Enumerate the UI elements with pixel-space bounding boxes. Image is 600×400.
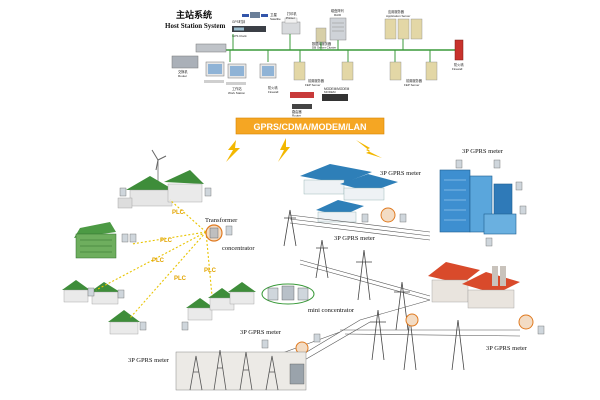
fep-label-2: 前置服务器	[406, 78, 423, 83]
gprs-meter-label: 3P GPRS meter	[128, 357, 170, 364]
firewall-label-en: Firewall	[452, 67, 463, 71]
plc-label: PLC	[160, 238, 173, 244]
transformer-concentrator	[205, 224, 233, 242]
concentrator-label: concentrator	[222, 245, 255, 252]
modem-label: MODEM/MODEM	[324, 87, 350, 91]
gps-clock-icon	[232, 26, 266, 32]
raid-label-en: RAID	[334, 13, 342, 17]
lightning-icons	[226, 138, 382, 162]
db-label-en: DB Server Cluster	[312, 46, 336, 50]
db-label: 数据库服务器	[312, 41, 332, 46]
db-server-icon	[315, 27, 327, 43]
transformer-label: Transformer	[205, 217, 238, 224]
plc-label: PLC	[174, 276, 187, 282]
substation	[175, 349, 307, 391]
router-label: 交换机	[178, 69, 188, 74]
lightning-icon	[226, 140, 240, 162]
plc-label: PLC	[172, 210, 185, 216]
satellite-icon	[242, 12, 268, 18]
lightning-icon	[356, 140, 382, 158]
mini-concentrator-label: mini concentrator	[308, 307, 355, 314]
fep-label-2-en: FEP Server	[404, 83, 419, 87]
satellite-label-en: Satellite	[270, 17, 281, 21]
router2-label: 路由器	[292, 109, 302, 114]
printer-label-en: Printer	[286, 16, 295, 20]
printer-icon	[281, 17, 301, 35]
host-title-en: Host Station System	[165, 22, 225, 30]
meter-icons-left	[87, 187, 212, 331]
blue-campus	[300, 164, 398, 223]
fep-label: 前置服务器	[308, 78, 325, 83]
raid-label: 磁盘阵列	[331, 8, 344, 13]
app-server-label-en: Application Server	[386, 14, 410, 18]
gprs-meter-label: 3P GPRS meter	[486, 345, 528, 352]
pole-transformer	[261, 313, 419, 355]
banner-text: GPRS/CDMA/MODEM/LAN	[254, 122, 367, 132]
meter-icons-right	[361, 159, 527, 247]
green-row-houses	[186, 282, 256, 321]
office-towers	[439, 169, 517, 235]
green-farm	[117, 149, 204, 209]
satellite-label: 卫星	[270, 12, 278, 17]
router2-label-en: Router	[292, 114, 301, 118]
firewall-label-mid-en: Firewall	[268, 90, 279, 94]
fep-label-en: FEP Server	[305, 83, 320, 87]
transmission-towers	[283, 209, 465, 371]
host-station: 主站系统 Host Station System 卫星 Satellite GP…	[165, 8, 464, 118]
gps-label: GPS时钟	[232, 19, 245, 24]
workstation-icon	[204, 61, 247, 85]
gprs-meter-label: 3P GPRS meter	[334, 235, 376, 242]
red-factory	[428, 262, 545, 335]
router-label-en: Router	[178, 74, 187, 78]
host-title-cn: 主站系统	[176, 9, 212, 20]
raid-icon	[329, 17, 347, 41]
plc-lines	[95, 199, 213, 319]
router-icon	[171, 43, 227, 69]
app-server-label: 应用服务器	[388, 9, 405, 14]
gps-label-en: GPS Clock	[232, 34, 247, 38]
workstation-label: 工作站	[232, 86, 242, 91]
green-apartment	[74, 222, 117, 259]
lightning-icon	[278, 138, 290, 162]
network-banner: GPRS/CDMA/MODEM/LAN	[235, 117, 385, 135]
firewall-icon	[454, 39, 464, 61]
application-server-icon	[384, 18, 423, 40]
mini-concentrator	[261, 283, 315, 305]
fep-server-icon	[293, 61, 438, 81]
workstation-2-icon	[259, 63, 277, 79]
plc-label: PLC	[152, 258, 165, 264]
firewall-label-mid: 防火墙	[268, 85, 278, 90]
printer-label: 打印机	[287, 11, 297, 16]
green-houses-left	[62, 280, 140, 335]
plc-label: PLC	[204, 268, 217, 274]
workstation-label-en: Work Station	[228, 91, 245, 95]
plc-labels: PLC PLC PLC PLC PLC	[152, 210, 217, 282]
gprs-meter-label: 3P GPRS meter	[380, 170, 422, 177]
modem-label-en: MODEM	[324, 90, 336, 94]
modem-icon	[290, 92, 348, 109]
firewall-label: 防火墙	[454, 62, 464, 67]
gprs-meter-label: 3P GPRS meter	[240, 329, 282, 336]
gprs-meter-label: 3P GPRS meter	[462, 148, 504, 155]
